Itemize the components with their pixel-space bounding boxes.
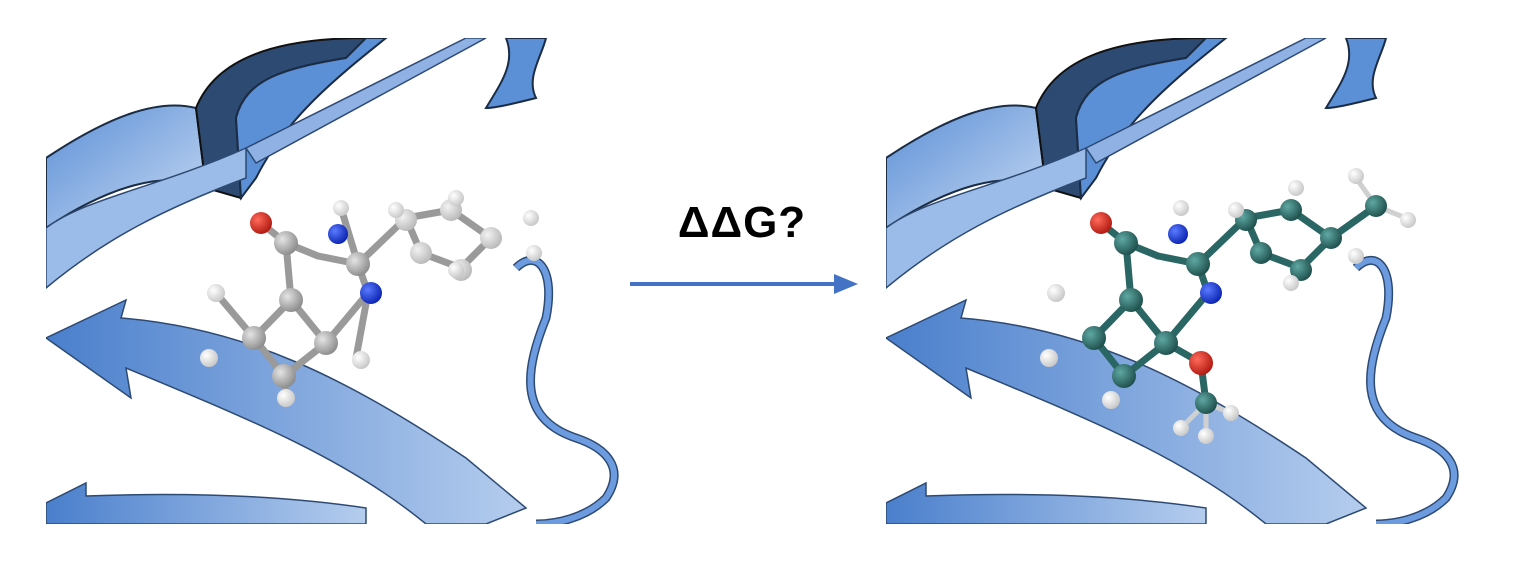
final-ligand-panel	[886, 38, 1484, 524]
initial-ligand-molecule	[200, 190, 542, 407]
initial-ligand-panel	[46, 38, 644, 524]
delta-delta-g-label: ΔΔG?	[677, 198, 807, 247]
initial-complex-render	[46, 38, 619, 524]
protein-ribbon	[46, 38, 619, 524]
final-ligand-molecule	[1040, 168, 1416, 444]
protein-ribbon	[886, 38, 1459, 524]
transformation-arrow	[630, 274, 858, 294]
final-complex-render	[886, 38, 1459, 524]
